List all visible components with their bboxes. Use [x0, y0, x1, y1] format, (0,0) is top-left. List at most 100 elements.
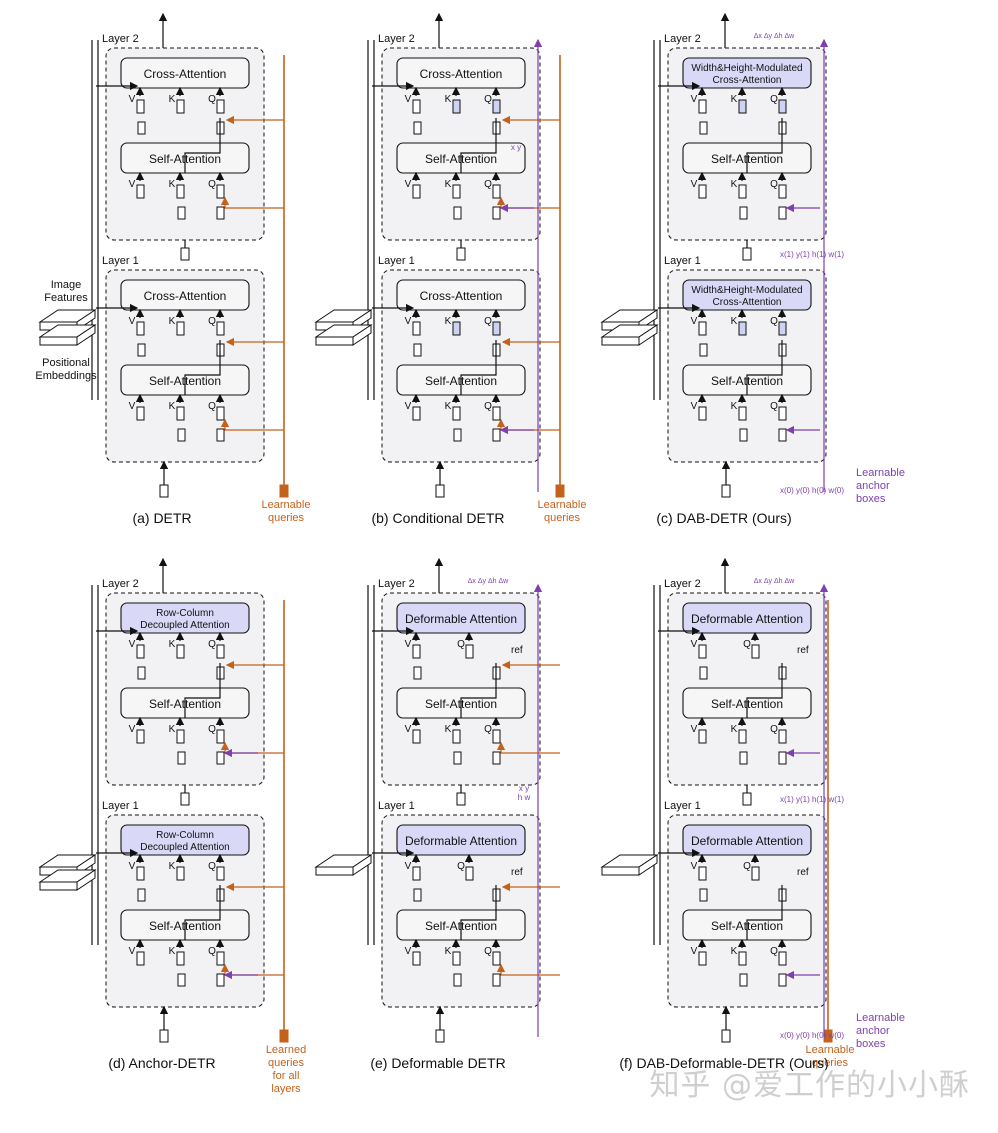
input-token: [778, 99, 787, 114]
input-token: [452, 321, 461, 336]
query-feed: [496, 741, 560, 754]
query-token: [492, 751, 501, 765]
delta-tag: Δx Δy Δh Δw: [754, 33, 795, 40]
key-token: [739, 428, 748, 442]
input-letter-q: Q: [208, 724, 216, 735]
feature-slab-side: [352, 854, 372, 876]
input-letter-v: V: [129, 401, 136, 412]
input-token: [698, 729, 707, 744]
query-token: [778, 428, 787, 442]
panel-caption: (d) Anchor-DETR: [108, 1055, 215, 1071]
input-token: [778, 406, 787, 421]
anchor-tag-mid: x(1) y(1) h(1) w(1): [780, 795, 844, 804]
input-token: [465, 644, 474, 659]
input-letter-k: K: [445, 724, 452, 735]
input-letter-q: Q: [484, 401, 492, 412]
input-letter-q: Q: [484, 94, 492, 105]
input-token: [412, 644, 421, 659]
anchor-tag-bottom: x(0) y(0) h(0) w(0): [780, 486, 844, 495]
residual-path: [184, 885, 221, 940]
inter-layer-token: [456, 247, 466, 261]
input-token: [216, 184, 225, 199]
query-token: [216, 428, 225, 442]
feature-slab-side: [76, 869, 96, 891]
input-letter-q: Q: [484, 946, 492, 957]
input-letter-k: K: [169, 724, 176, 735]
input-token: [176, 644, 185, 659]
input-letter-q: Q: [770, 94, 778, 105]
residual-path: [460, 118, 497, 173]
modulated-attention-block: [682, 279, 812, 311]
residual-path: [184, 340, 221, 395]
feature-slab-front: [601, 336, 640, 346]
feature-slab-front: [39, 336, 78, 346]
learnable-query-swatch: [555, 484, 565, 498]
residual-path: [746, 118, 783, 173]
input-token: [698, 644, 707, 659]
decoder-input-token: [435, 484, 445, 498]
input-letter-k: K: [169, 639, 176, 650]
query-token: [216, 206, 225, 220]
layer-label: Layer 2: [378, 33, 415, 45]
panel-caption: (c) DAB-DETR (Ours): [656, 510, 791, 526]
inter-layer-token: [180, 247, 190, 261]
layer-label: Layer 2: [378, 578, 415, 590]
input-letter-q: Q: [770, 179, 778, 190]
input-letter-v: V: [691, 94, 698, 105]
input-token: [176, 99, 185, 114]
input-letter-q: Q: [770, 724, 778, 735]
input-token: [136, 644, 145, 659]
value-token: [137, 888, 146, 902]
input-letter-v: V: [691, 401, 698, 412]
input-token: [136, 184, 145, 199]
value-token: [413, 666, 422, 680]
input-token: [698, 406, 707, 421]
input-letter-v: V: [405, 401, 412, 412]
query-token: [216, 751, 225, 765]
value-token: [699, 666, 708, 680]
inter-layer-token: [742, 247, 752, 261]
input-token: [452, 99, 461, 114]
input-letter-q: Q: [484, 179, 492, 190]
input-token: [412, 184, 421, 199]
input-token: [452, 184, 461, 199]
input-letter-q: Q: [208, 401, 216, 412]
decoder-input-token: [435, 1029, 445, 1043]
input-token: [136, 866, 145, 881]
input-token: [412, 321, 421, 336]
ref-label: ref: [511, 645, 523, 656]
anchor-xy-label: x y: [511, 143, 521, 152]
value-token: [413, 343, 422, 357]
query-token: [778, 206, 787, 220]
delta-tag: Δx Δy Δh Δw: [468, 578, 509, 585]
input-letter-v: V: [129, 94, 136, 105]
input-token: [412, 99, 421, 114]
input-token: [176, 406, 185, 421]
value-token: [137, 666, 146, 680]
input-letter-v: V: [691, 639, 698, 650]
modulated-attention-block: [682, 57, 812, 89]
query-token: [492, 973, 501, 987]
decoder-input-token: [159, 1029, 169, 1043]
input-letter-q: Q: [743, 639, 751, 650]
input-token: [778, 729, 787, 744]
modulated-attention-block: [396, 602, 526, 634]
feature-slab-front: [315, 866, 354, 876]
input-letter-q: Q: [770, 946, 778, 957]
input-token: [778, 951, 787, 966]
input-letter-q: Q: [208, 94, 216, 105]
input-letter-v: V: [405, 861, 412, 872]
attention-block-label: Deformable Attention: [691, 834, 803, 848]
residual-path: [746, 885, 783, 940]
modulated-attention-block: [682, 824, 812, 856]
input-token: [698, 184, 707, 199]
key-token: [453, 751, 462, 765]
input-letter-k: K: [731, 401, 738, 412]
